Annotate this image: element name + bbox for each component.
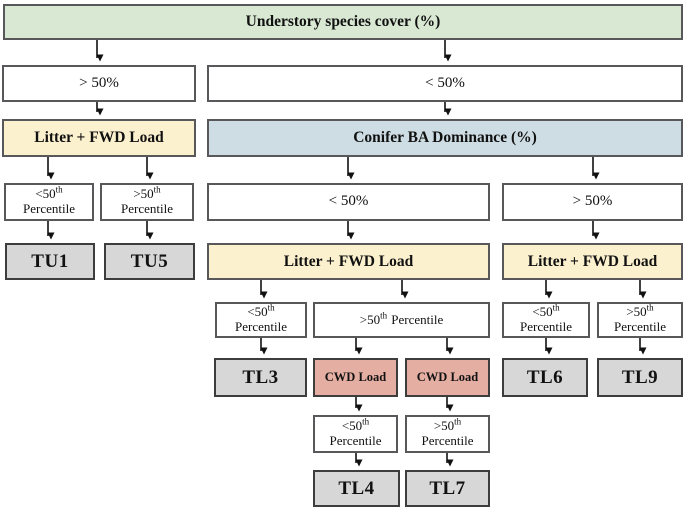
node-understory-cover: Understory species cover (%) bbox=[3, 4, 683, 40]
node-label: Understory species cover (%) bbox=[245, 13, 441, 31]
node-label: > 50% bbox=[572, 193, 613, 210]
node-label: Litter + FWD Load bbox=[34, 129, 164, 147]
node-litter-fwd-left: Litter + FWD Load bbox=[2, 119, 196, 157]
node-label: CWD Load bbox=[324, 370, 387, 385]
node-tu5: TU5 bbox=[104, 243, 195, 280]
node-conifer-lt50: < 50% bbox=[207, 183, 490, 221]
node-label: CWD Load bbox=[416, 370, 479, 385]
node-label: Litter + FWD Load bbox=[527, 252, 658, 270]
node-tu1: TU1 bbox=[5, 243, 95, 280]
node-cover-lt50: < 50% bbox=[207, 65, 683, 102]
node-cover-gt50: > 50% bbox=[2, 65, 196, 102]
node-label: > 50% bbox=[79, 74, 119, 91]
node-tl3: TL3 bbox=[214, 358, 307, 397]
node-litter-fwd-right: Litter + FWD Load bbox=[502, 243, 683, 280]
node-tl6: TL6 bbox=[502, 358, 588, 397]
node-cwd-load-right: CWD Load bbox=[405, 358, 490, 397]
node-label: TL6 bbox=[526, 366, 564, 388]
node-label: TL7 bbox=[429, 477, 466, 499]
node-label: Conifer BA Dominance (%) bbox=[353, 129, 537, 147]
node-conifer-gt50: > 50% bbox=[502, 183, 683, 221]
node-label: Litter + FWD Load bbox=[283, 252, 414, 270]
node-cwd-load-left: CWD Load bbox=[313, 358, 398, 397]
node-tl7: TL7 bbox=[405, 470, 490, 507]
node-label: TL9 bbox=[621, 366, 659, 388]
node-tl9: TL9 bbox=[597, 358, 683, 397]
node-tl4: TL4 bbox=[313, 470, 400, 507]
node-label: TU5 bbox=[130, 250, 169, 272]
node-label: TL3 bbox=[242, 366, 279, 388]
node-label: TL4 bbox=[338, 477, 375, 499]
node-label: < 50% bbox=[328, 193, 369, 210]
node-label: TU1 bbox=[31, 250, 69, 272]
node-litter-fwd-mid: Litter + FWD Load bbox=[207, 243, 490, 280]
node-conifer-ba-dominance: Conifer BA Dominance (%) bbox=[207, 119, 683, 157]
node-label: < 50% bbox=[425, 74, 465, 91]
